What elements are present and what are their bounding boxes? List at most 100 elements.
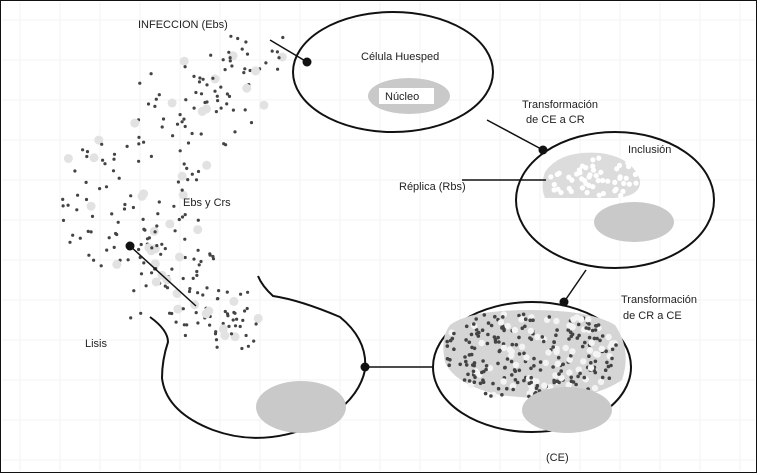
- ce-light-particle: [467, 381, 475, 388]
- ce-dark-particle: [604, 349, 608, 354]
- ce-light-particle: [500, 378, 507, 385]
- elementary-body: [123, 202, 127, 207]
- elementary-body: [66, 203, 70, 207]
- ce-light-particle: [511, 326, 519, 334]
- inclusion-particle: [590, 184, 596, 190]
- elementary-body: [214, 110, 218, 114]
- elementary-body: [277, 56, 281, 60]
- ce-dark-particle: [472, 363, 477, 368]
- reticulate-body: [201, 309, 211, 319]
- elementary-body: [196, 248, 200, 252]
- elementary-body: [196, 321, 200, 325]
- elementary-body: [149, 72, 153, 76]
- elementary-body: [103, 162, 107, 166]
- elementary-body: [185, 323, 189, 327]
- elementary-body: [244, 333, 248, 338]
- elementary-body: [183, 237, 187, 241]
- elementary-body: [240, 346, 244, 351]
- ce-dark-particle: [512, 368, 517, 372]
- ce-dark-particle: [610, 347, 615, 352]
- inclusion-particle: [587, 172, 593, 178]
- ce-dark-particle: [610, 356, 614, 361]
- elementary-body: [194, 90, 198, 95]
- ce-dark-particle: [529, 366, 533, 371]
- ce-dark-particle: [484, 364, 489, 368]
- elementary-body: [197, 80, 202, 84]
- reticulate-body: [197, 106, 207, 116]
- ce-dark-particle: [517, 335, 521, 340]
- reticulate-body: [178, 190, 188, 200]
- label-transform-ce-cr-2: de CE a CR: [526, 114, 585, 126]
- ce-dark-particle: [464, 359, 468, 364]
- ce-light-particle: [512, 361, 520, 369]
- ce-light-particle: [597, 378, 605, 386]
- elementary-body: [191, 276, 195, 280]
- ce-dark-particle: [464, 363, 469, 367]
- ce-dark-particle: [547, 315, 552, 319]
- inclusion-particle: [548, 174, 554, 180]
- ce-dark-particle: [528, 318, 532, 323]
- elementary-body: [183, 255, 187, 260]
- inclusion-particle: [626, 163, 632, 170]
- elementary-body: [178, 149, 182, 153]
- ce-light-particle: [585, 316, 592, 323]
- ce-dark-particle: [497, 340, 501, 344]
- ce-dark-particle: [594, 324, 598, 328]
- elementary-body: [176, 180, 180, 184]
- elementary-body: [126, 258, 130, 262]
- elementary-body: [186, 141, 191, 145]
- elementary-body: [196, 291, 200, 295]
- reticulate-body: [202, 160, 212, 170]
- ce-light-particle: [523, 354, 530, 361]
- elementary-body: [225, 92, 229, 96]
- label-transform-cr-ce-1: Transformación: [621, 294, 697, 306]
- elementary-body: [114, 231, 118, 236]
- ce-dark-particle: [472, 322, 476, 326]
- ce-dark-particle: [517, 368, 522, 373]
- elementary-body: [81, 148, 85, 152]
- elementary-body: [229, 332, 234, 336]
- elementary-body: [105, 248, 109, 252]
- elementary-body: [154, 97, 158, 101]
- ce-dark-particle: [497, 349, 502, 354]
- elementary-body: [132, 289, 136, 293]
- ce-light-particle: [554, 360, 562, 368]
- dot-ce-to-cr: [538, 145, 548, 155]
- elementary-body: [228, 56, 232, 60]
- ce-dark-particle: [445, 344, 450, 348]
- elementary-body: [146, 102, 151, 106]
- elementary-body: [281, 35, 285, 40]
- elementary-body: [208, 252, 212, 256]
- lysis-nucleus: [256, 381, 346, 433]
- ce-dark-particle: [532, 356, 536, 361]
- elementary-body: [153, 230, 157, 234]
- elementary-body: [195, 273, 199, 277]
- elementary-body: [201, 77, 205, 81]
- ce-dark-particle: [584, 326, 588, 330]
- ce-dark-particle: [500, 326, 504, 330]
- elementary-body: [112, 152, 117, 156]
- elementary-body: [232, 310, 236, 315]
- elementary-body: [172, 204, 176, 208]
- ce-dark-particle: [576, 322, 581, 327]
- inclusion-particle: [596, 155, 602, 161]
- elementary-body: [75, 208, 79, 212]
- elementary-body: [98, 187, 102, 191]
- ce-dark-particle: [475, 332, 479, 336]
- elementary-body: [243, 108, 247, 112]
- ce-dark-particle: [481, 378, 485, 383]
- elementary-body: [76, 193, 80, 197]
- elementary-body: [90, 214, 95, 218]
- ce-dark-particle: [523, 324, 527, 329]
- elementary-body: [208, 323, 212, 327]
- elementary-body: [137, 247, 141, 252]
- elementary-body: [85, 150, 90, 154]
- inclusion-particle: [590, 157, 596, 163]
- elementary-body: [139, 272, 144, 276]
- elementary-body: [181, 276, 185, 281]
- elementary-body: [249, 121, 254, 125]
- inclusion-particle: [584, 190, 590, 196]
- ce-dark-particle: [473, 375, 477, 380]
- elementary-body: [61, 197, 65, 201]
